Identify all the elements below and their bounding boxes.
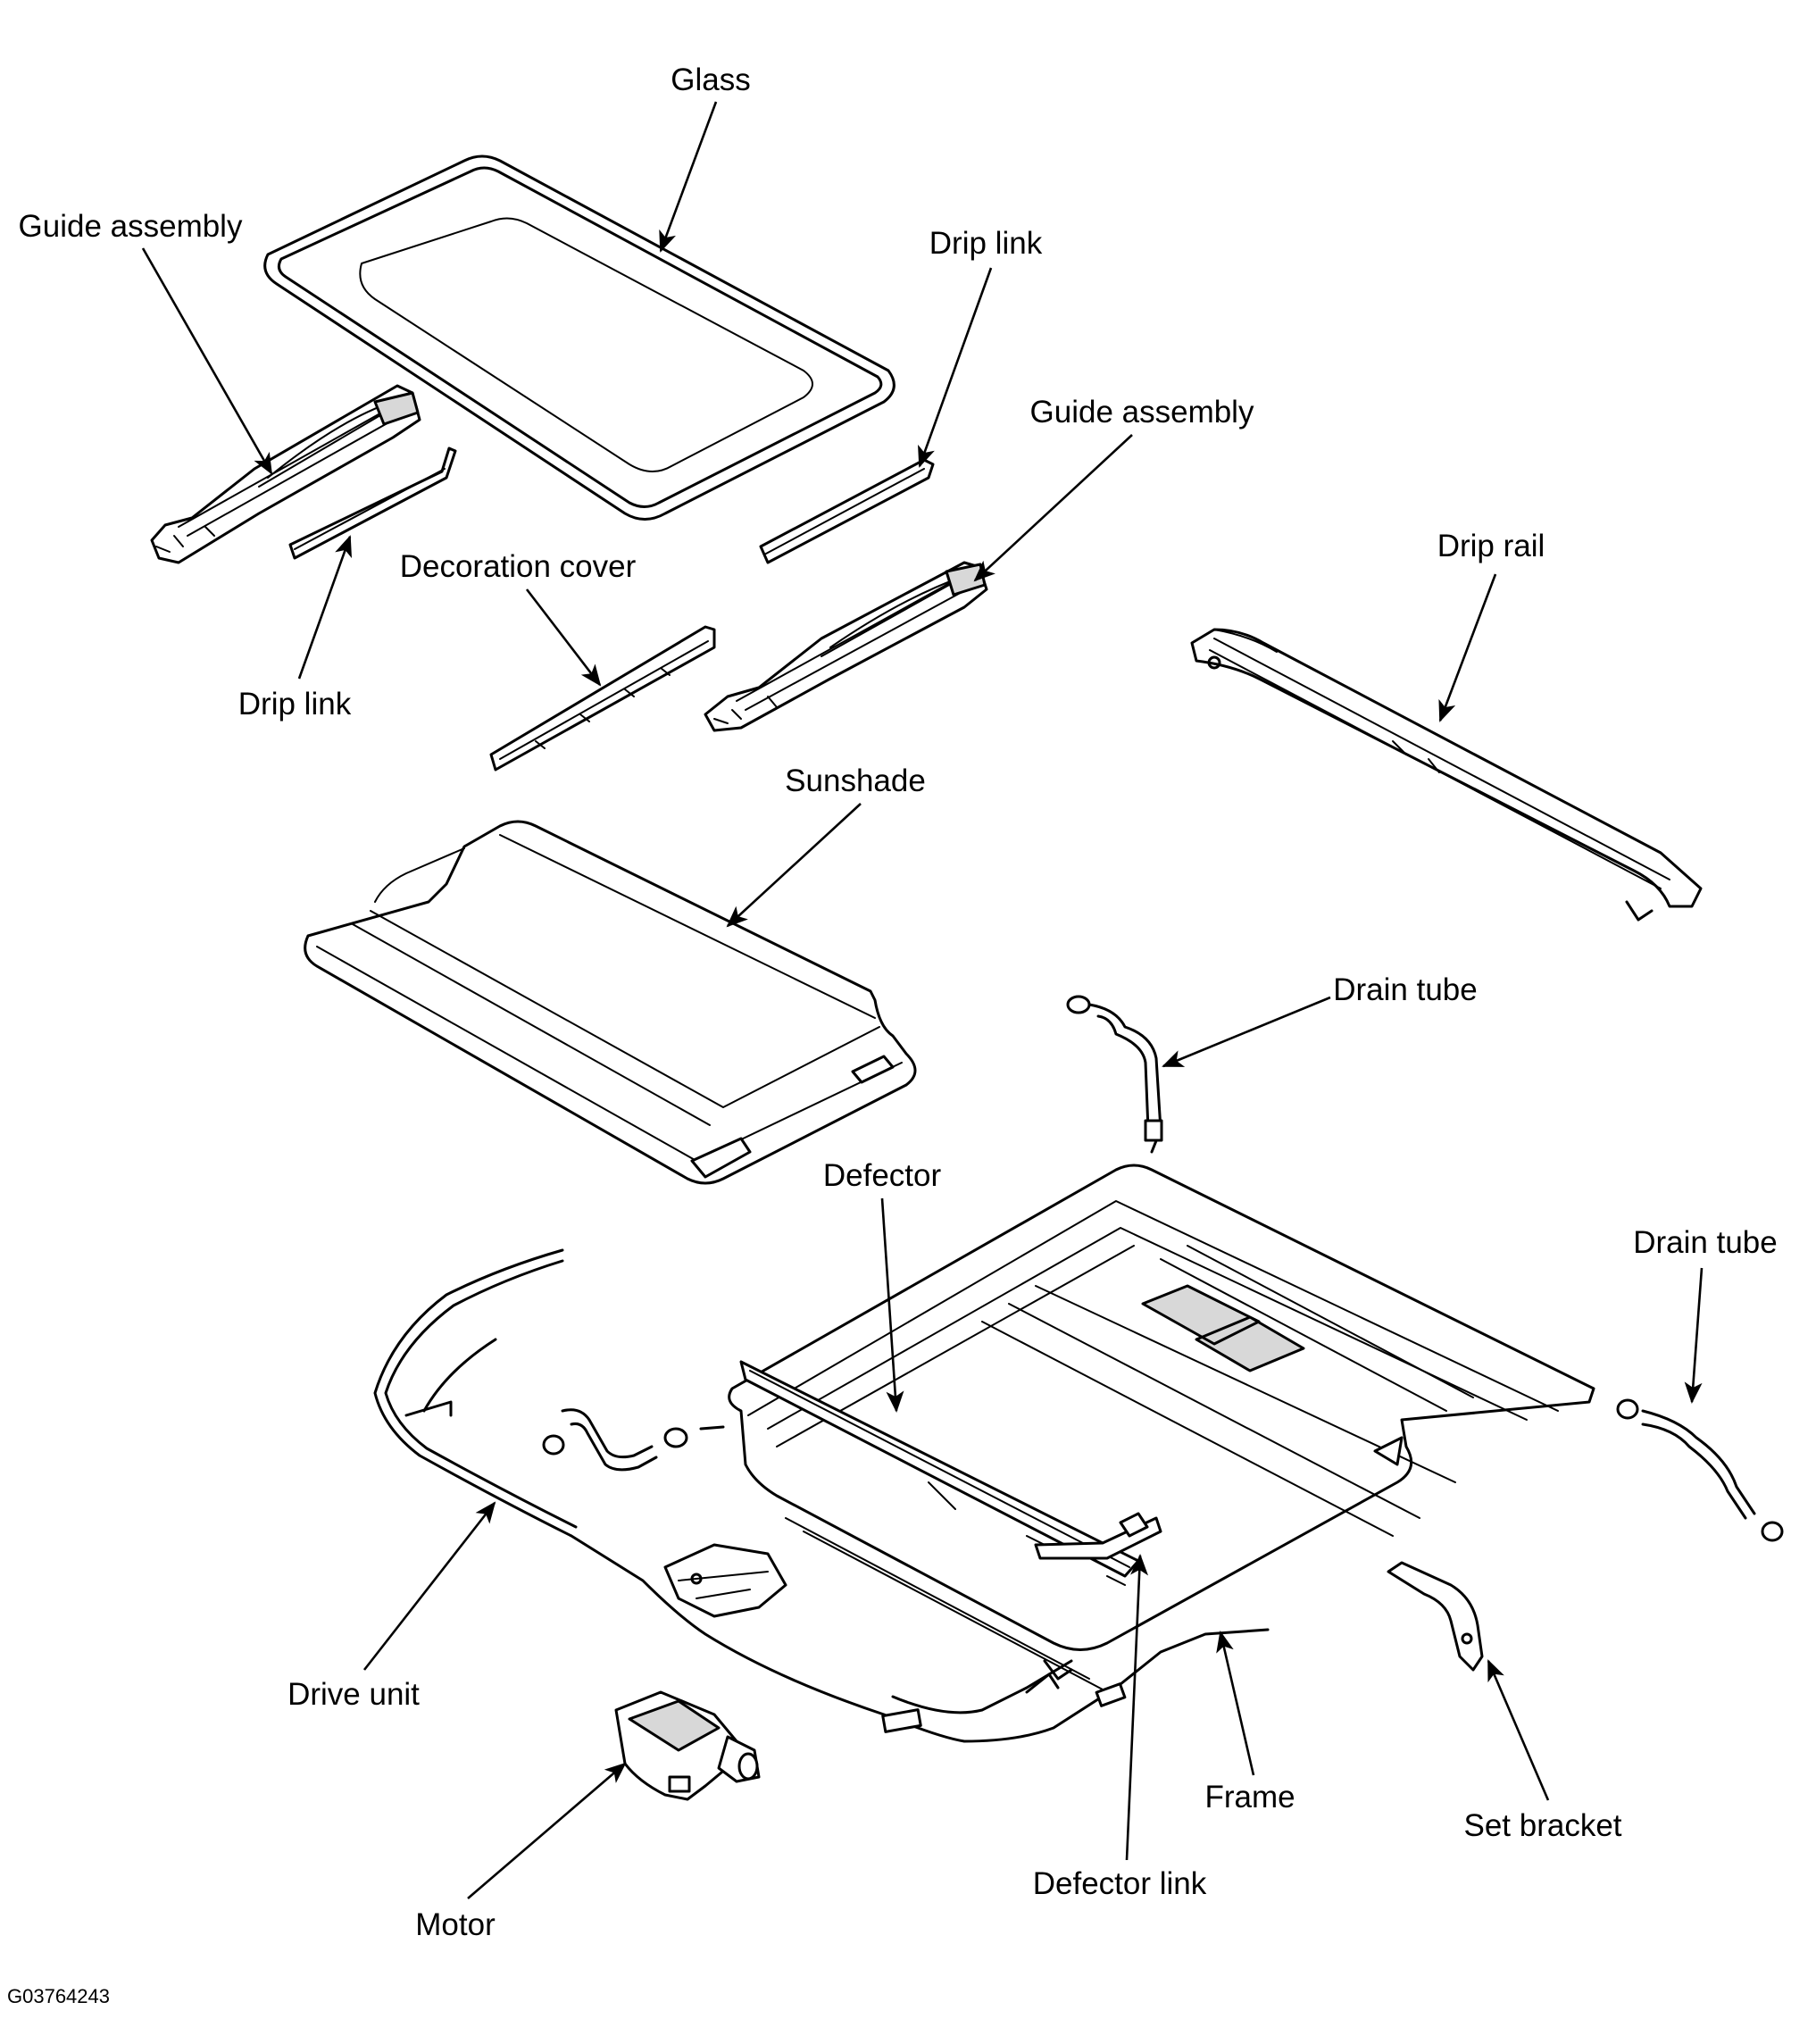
guide-assembly-right — [704, 561, 988, 732]
leader-drain-tube-right — [1684, 1267, 1704, 1404]
leader-drive-unit — [362, 1501, 496, 1671]
leader-defector-link — [1125, 1554, 1149, 1861]
drive-unit-part — [373, 1248, 1270, 1743]
leader-frame — [1216, 1631, 1255, 1776]
guide-assembly-left — [150, 384, 421, 564]
drain-tube-right-part — [1616, 1398, 1784, 1542]
set-bracket-part — [1387, 1561, 1484, 1672]
label-glass: Glass — [671, 63, 750, 97]
leader-decoration-cover — [525, 588, 602, 687]
label-frame: Frame — [1204, 1780, 1295, 1815]
leader-drip-link-top — [918, 267, 993, 468]
leader-glass — [659, 101, 718, 253]
defector-part — [739, 1360, 1140, 1578]
label-drive-unit: Drive unit — [287, 1677, 420, 1712]
label-decoration-cover: Decoration cover — [400, 549, 637, 584]
leader-drip-rail — [1438, 573, 1497, 722]
leader-sunshade — [726, 803, 862, 928]
drain-hose-left — [542, 1408, 725, 1472]
drip-link-top-part — [759, 458, 935, 564]
leader-lines — [141, 101, 1704, 1899]
drain-tube-top-part — [1066, 995, 1163, 1154]
label-drip-link-top: Drip link — [929, 226, 1043, 261]
glass-panel — [263, 154, 896, 521]
leader-set-bracket — [1487, 1659, 1550, 1801]
label-drain-tube-top: Drain tube — [1333, 972, 1477, 1007]
label-motor: Motor — [415, 1907, 496, 1942]
leader-motor — [467, 1762, 627, 1899]
label-guide-assembly-left: Guide assembly — [19, 209, 243, 244]
frame-part — [728, 1164, 1595, 1690]
decoration-cover-part — [489, 625, 716, 772]
drip-rail-part — [1190, 628, 1703, 922]
leader-guide-assembly-left — [141, 247, 273, 475]
label-guide-assembly-right: Guide assembly — [1030, 395, 1254, 430]
sunshade-part — [304, 820, 917, 1185]
motor-part — [614, 1690, 761, 1801]
leader-drain-tube-top — [1162, 996, 1331, 1068]
label-drain-tube-right: Drain tube — [1633, 1225, 1777, 1260]
defector-link-part — [1034, 1512, 1162, 1560]
label-drip-rail: Drip rail — [1437, 529, 1545, 563]
leader-drip-link-left — [297, 535, 352, 680]
figure-code: G03764243 — [7, 1985, 110, 2007]
label-defector: Defector — [823, 1158, 942, 1193]
label-set-bracket: Set bracket — [1463, 1808, 1621, 1843]
drip-link-left-part — [288, 446, 457, 560]
label-defector-link: Defector link — [1033, 1866, 1207, 1901]
leader-defector — [880, 1197, 904, 1413]
label-drip-link-left: Drip link — [238, 687, 352, 722]
leader-guide-assembly-right — [973, 434, 1133, 582]
label-sunshade: Sunshade — [785, 763, 926, 798]
